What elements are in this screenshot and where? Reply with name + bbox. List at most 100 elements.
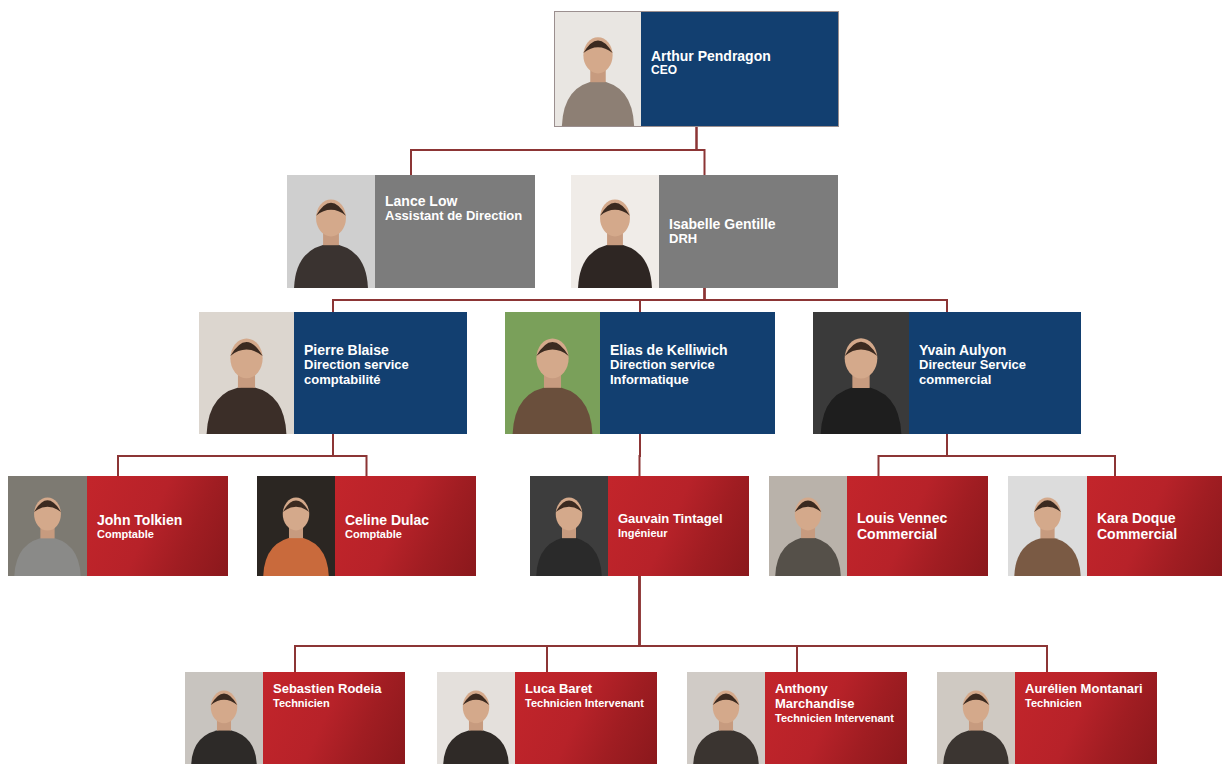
- person-name: Yvain Aulyon: [919, 342, 1073, 358]
- card-panel: Anthony MarchandiseTechnicien Intervenan…: [765, 672, 907, 764]
- portrait-photo: [199, 312, 294, 434]
- job-title: Assistant de Direction: [385, 209, 527, 224]
- person-card: Pierre BlaiseDirection service comptabil…: [199, 312, 467, 434]
- reporting-line: [640, 288, 705, 312]
- job-title: CEO: [651, 64, 830, 78]
- card-panel: Louis VennecCommercial: [847, 476, 988, 576]
- person-card: Arthur PendragonCEO: [555, 12, 838, 126]
- person-name: Louis Vennec: [857, 510, 980, 526]
- photo-frame: [437, 672, 515, 764]
- card-panel: Aurélien MontanariTechnicien: [1015, 672, 1157, 764]
- person-name: Pierre Blaise: [304, 342, 459, 358]
- photo-frame: [199, 312, 294, 434]
- job-title: Ingénieur: [618, 527, 741, 540]
- person-name: Luca Baret: [525, 682, 649, 697]
- job-title: Direction service Informatique: [610, 358, 767, 388]
- portrait-photo: [813, 312, 909, 434]
- person-card: John TolkienComptable: [8, 476, 228, 576]
- card-panel: Isabelle GentilleDRH: [659, 175, 838, 288]
- reporting-line: [547, 576, 640, 672]
- job-title: Technicien: [1025, 697, 1149, 710]
- reporting-line: [705, 288, 948, 312]
- card-panel: Lance LowAssistant de Direction: [375, 175, 535, 288]
- card-panel: Elias de KelliwichDirection service Info…: [600, 312, 775, 434]
- photo-frame: [687, 672, 765, 764]
- job-title: Commercial: [857, 526, 980, 542]
- reporting-line: [639, 434, 642, 476]
- portrait-photo: [287, 175, 375, 288]
- photo-frame: [8, 476, 87, 576]
- person-card: Sebastien RodeiaTechnicien: [185, 672, 405, 764]
- reporting-line: [879, 434, 948, 476]
- photo-frame: [769, 476, 847, 576]
- person-name: Isabelle Gentille: [669, 216, 830, 232]
- person-card: Yvain AulyonDirecteur Service commercial: [813, 312, 1081, 434]
- card-panel: Sebastien RodeiaTechnicien: [263, 672, 405, 764]
- photo-frame: [937, 672, 1015, 764]
- photo-frame: [257, 476, 335, 576]
- portrait-photo: [437, 672, 515, 764]
- person-name: Aurélien Montanari: [1025, 682, 1149, 697]
- reporting-line: [333, 434, 367, 476]
- portrait-photo: [687, 672, 765, 764]
- card-panel: John TolkienComptable: [87, 476, 228, 576]
- person-card: Elias de KelliwichDirection service Info…: [505, 312, 775, 434]
- reporting-line: [697, 126, 705, 175]
- person-name: Elias de Kelliwich: [610, 342, 767, 358]
- person-name: Kara Doque: [1097, 510, 1214, 526]
- portrait-photo: [769, 476, 847, 576]
- portrait-photo: [937, 672, 1015, 764]
- photo-frame: [1008, 476, 1087, 576]
- portrait-photo: [8, 476, 87, 576]
- photo-frame: [530, 476, 608, 576]
- person-name: Sebastien Rodeia: [273, 682, 397, 697]
- person-name: Lance Low: [385, 193, 527, 209]
- reporting-line: [640, 576, 1048, 672]
- person-card: Isabelle GentilleDRH: [571, 175, 838, 288]
- job-title: Technicien Intervenant: [775, 712, 899, 725]
- photo-frame: [505, 312, 600, 434]
- person-card: Luca BaretTechnicien Intervenant: [437, 672, 657, 764]
- photo-frame: [185, 672, 263, 764]
- job-title: Comptable: [97, 528, 220, 541]
- card-panel: Yvain AulyonDirecteur Service commercial: [909, 312, 1081, 434]
- person-card: Aurélien MontanariTechnicien: [937, 672, 1157, 764]
- reporting-line: [411, 126, 697, 175]
- portrait-photo: [571, 175, 659, 288]
- portrait-photo: [1008, 476, 1087, 576]
- person-name: Celine Dulac: [345, 512, 468, 528]
- portrait-photo: [505, 312, 600, 434]
- reporting-line: [333, 288, 705, 312]
- photo-frame: [813, 312, 909, 434]
- person-card: Louis VennecCommercial: [769, 476, 988, 576]
- card-panel: Arthur PendragonCEO: [641, 12, 838, 126]
- card-panel: Gauvain TintagelIngénieur: [608, 476, 749, 576]
- reporting-line: [947, 434, 1115, 476]
- person-card: Gauvain TintagelIngénieur: [530, 476, 749, 576]
- person-name: Arthur Pendragon: [651, 48, 830, 64]
- job-title: Direction service comptabilité: [304, 358, 459, 388]
- portrait-photo: [185, 672, 263, 764]
- card-panel: Pierre BlaiseDirection service comptabil…: [294, 312, 467, 434]
- job-title: Commercial: [1097, 526, 1214, 542]
- job-title: Technicien: [273, 697, 397, 710]
- job-title: Comptable: [345, 528, 468, 541]
- card-panel: Celine DulacComptable: [335, 476, 476, 576]
- person-name: John Tolkien: [97, 512, 220, 528]
- card-panel: Kara DoqueCommercial: [1087, 476, 1222, 576]
- photo-frame: [287, 175, 375, 288]
- reporting-line: [640, 576, 798, 672]
- portrait-photo: [555, 12, 641, 126]
- person-card: Celine DulacComptable: [257, 476, 476, 576]
- job-title: DRH: [669, 232, 830, 247]
- portrait-photo: [530, 476, 608, 576]
- job-title: Directeur Service commercial: [919, 358, 1073, 388]
- person-name: Anthony Marchandise: [775, 682, 899, 712]
- job-title: Technicien Intervenant: [525, 697, 649, 710]
- person-name: Gauvain Tintagel: [618, 512, 741, 527]
- photo-frame: [571, 175, 659, 288]
- person-card: Lance LowAssistant de Direction: [287, 175, 535, 288]
- reporting-line: [295, 576, 640, 672]
- person-card: Anthony MarchandiseTechnicien Intervenan…: [687, 672, 907, 764]
